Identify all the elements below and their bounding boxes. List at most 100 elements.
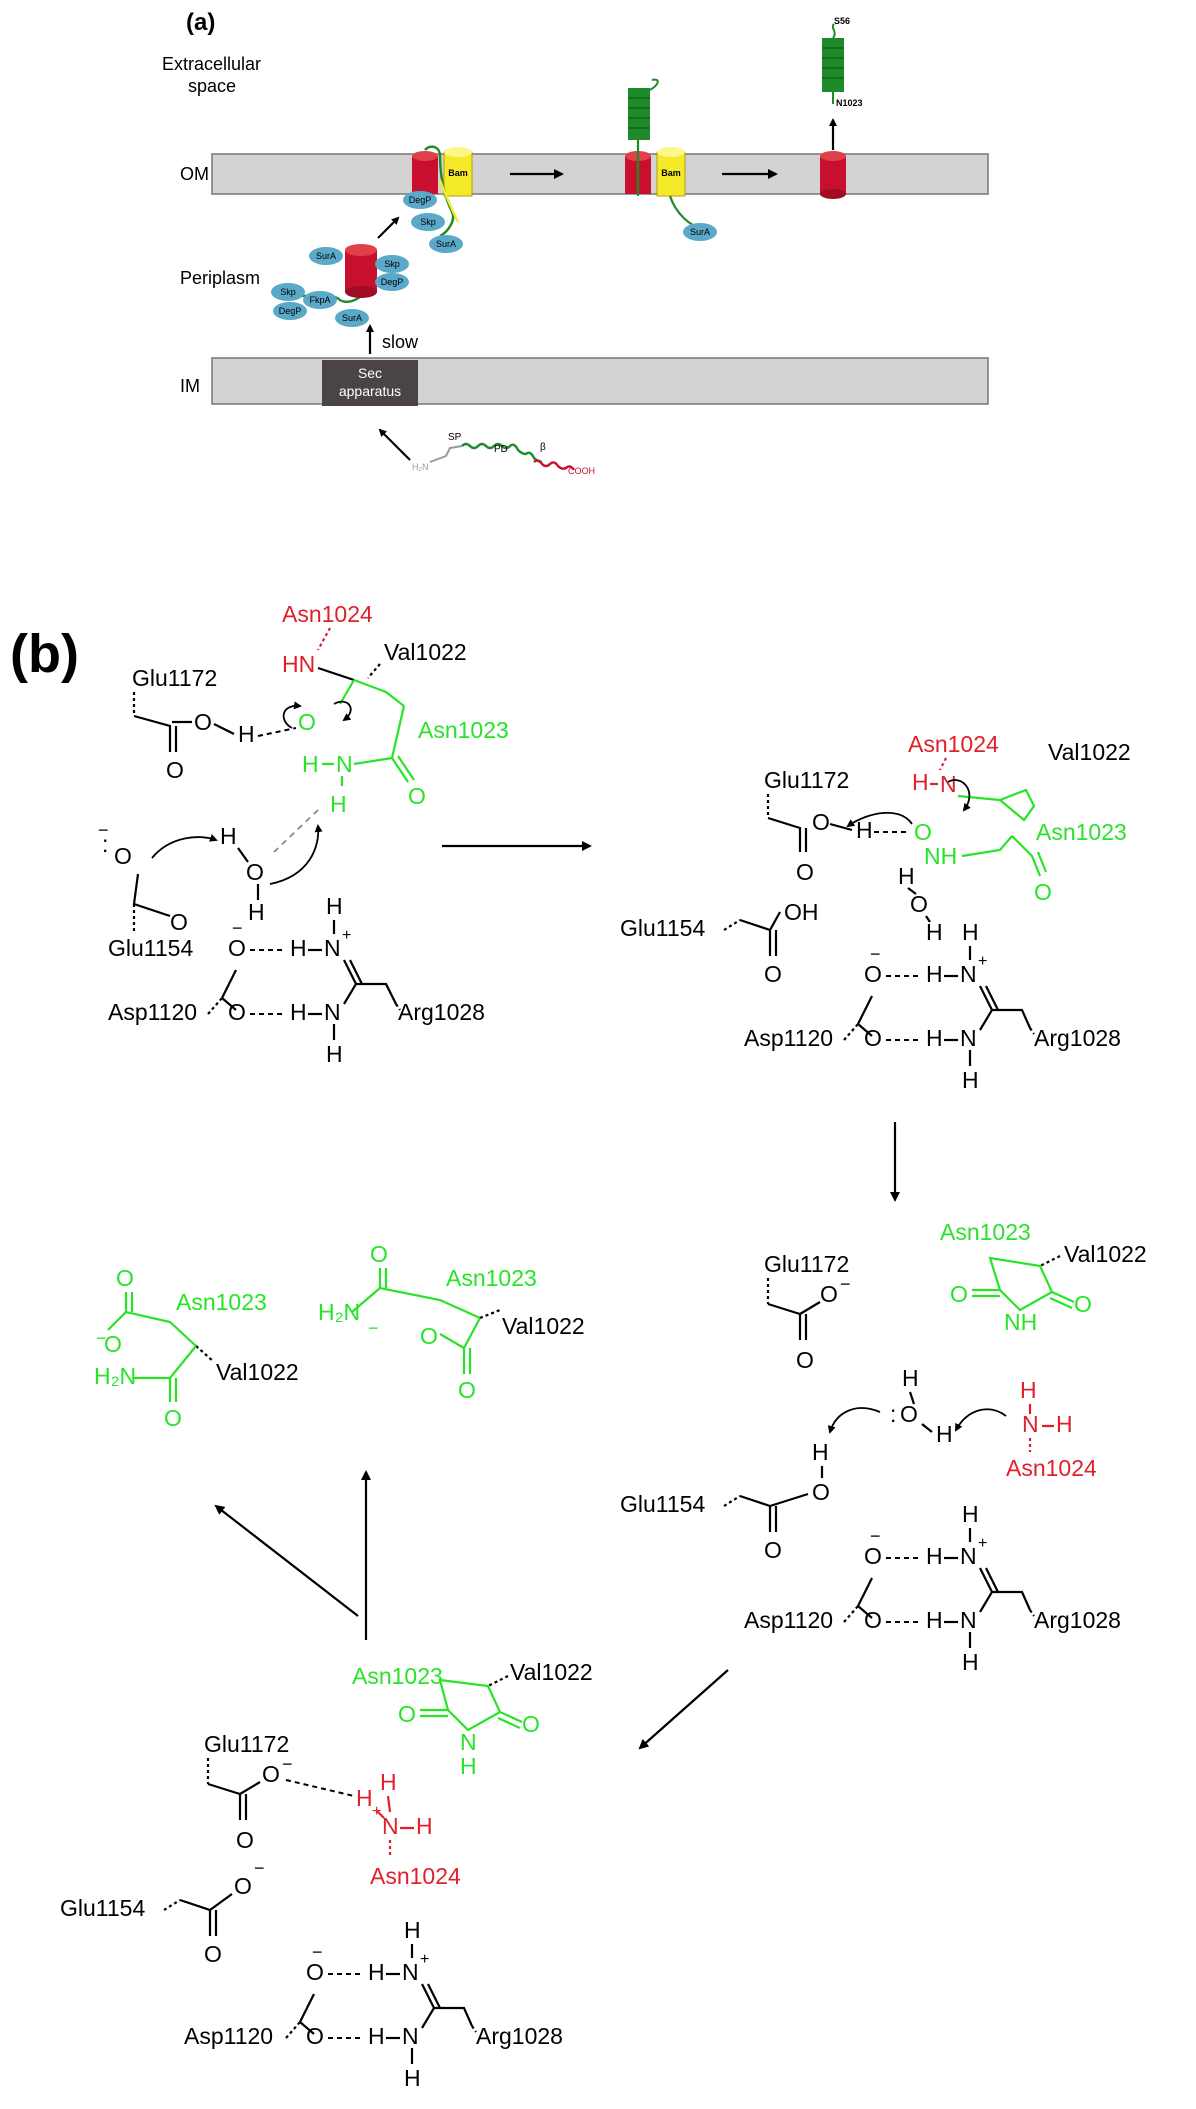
s3-o-right: O [1074,1291,1092,1317]
s3-n-arg-bot: N [960,1607,977,1633]
p1-o-bottom: O [458,1377,476,1403]
s3-h-water-bot: H [936,1421,953,1447]
s2-n: N [940,771,957,797]
s4-o-glu1154: O [234,1873,252,1899]
s4-arg1028: Arg1028 [476,2023,563,2049]
s2-o-glu1154-b: O [764,961,782,987]
p2-o-minus: O [104,1331,122,1357]
s3-o-left: O [950,1281,968,1307]
scheme-state-2: Asn1024 Val1022 H N Glu1172 O H O O NH A… [620,731,1131,1093]
outer-membrane [211,153,989,195]
s2-nh: NH [924,843,957,869]
s2-glu1154: Glu1154 [620,915,705,941]
s4-o-asp-top: O [306,1959,324,1985]
s1-o-asp-top: O [228,935,246,961]
s4-glu1172: Glu1172 [204,1731,289,1757]
s2-o-asp-bot: O [864,1025,882,1051]
final-barrel: S56 N1023 [820,16,863,199]
s1-n-arg-top: N [324,935,341,961]
product-alpha-asp: O Asn1023 H₂N − Val1022 O O [318,1241,585,1403]
s3-glu1154: Glu1154 [620,1491,705,1517]
s2-h-arg-n: H [962,919,979,945]
panel-b: (b) Asn1024 HN Val1022 Glu1172 O O H O A… [10,601,1147,2091]
s1-h-amide: H [302,751,319,777]
s3-o-asp-bot: O [864,1607,882,1633]
s2-o-asp-top: O [864,961,882,987]
s3-o-glu1172: O [820,1281,838,1307]
p2-minus: − [96,1328,107,1348]
s4-minus-glu1154: − [254,1858,265,1878]
slow-label: slow [382,332,419,352]
s2-o-glu1172-b: O [796,859,814,885]
s4-h-arg-bot: H [368,2023,385,2049]
sura-label-3: SurA [436,239,456,249]
s1-glu1172: Glu1172 [132,665,217,691]
s2-n-arg-bot: N [960,1025,977,1051]
s1-minus-asp: − [232,918,243,938]
s3-h-arg-bot: H [926,1607,943,1633]
s3-h-asn1024-top: H [1020,1377,1037,1403]
bam-complex-1: Bam DegP Skp SurA [403,145,473,253]
s2-glu1172: Glu1172 [764,767,849,793]
s1-minus-glu1154: − [98,820,109,840]
s3-h-arg-n: H [962,1501,979,1527]
panel-b-label: (b) [10,624,79,684]
s1-lp-o-left: : [102,831,108,857]
bam-label-1: Bam [448,168,468,178]
periplasm-label: Periplasm [180,268,260,288]
s3-h-glu1154: H [812,1439,829,1465]
s4-asp1120: Asp1120 [184,2023,273,2049]
s1-h-arg-bot-2: H [326,1041,343,1067]
s1-o-glu1172: O [194,709,212,735]
s1-o-carbonyl: O [298,709,316,735]
sp-label: SP [448,432,462,443]
s4-h-arg-bot-2: H [404,2065,421,2091]
s4-h-arg-n: H [404,1917,421,1943]
bam-label-2: Bam [661,168,681,178]
p2-h2n: H₂N [94,1363,136,1389]
panel-a-label: (a) [186,9,215,36]
pd-label: PD [494,444,508,455]
s4-o-right: O [522,1711,540,1737]
p2-val1022: Val1022 [216,1359,299,1385]
step-arrow-5 [214,1504,359,1617]
s4-minus-glu1172: − [282,1754,293,1774]
step-arrow-3 [638,1669,729,1750]
skp-label-2: Skp [384,259,400,269]
p1-o-ring: O [420,1323,438,1349]
s3-nh: NH [1004,1309,1037,1335]
beta-label: β [540,442,546,453]
s1-h-arg-top: H [290,935,307,961]
degp-label: DegP [279,306,302,316]
s1-glu1154: Glu1154 [108,935,193,961]
s3-n-arg-top: N [960,1543,977,1569]
s3-n-asn1024: N [1022,1411,1039,1437]
s1-h-arg-n: H [326,893,343,919]
sura-label-2: SurA [316,251,336,261]
s3-o-glu1154-b: O [764,1537,782,1563]
om-label: OM [180,164,209,184]
s4-h-ammonium-right: H [416,1813,433,1839]
unfolded-protein: H₂N SP PD β COOH [412,432,595,476]
s56-label: S56 [834,16,850,26]
s2-asp1120: Asp1120 [744,1025,833,1051]
s3-lp-water: : [890,1401,896,1427]
s4-o-asp-bot: O [306,2023,324,2049]
p2-o-top: O [116,1265,134,1291]
p2-asn1023: Asn1023 [176,1289,267,1315]
s2-arg1028: Arg1028 [1034,1025,1121,1051]
s3-arg1028: Arg1028 [1034,1607,1121,1633]
s4-h-ammonium-top: H [380,1769,397,1795]
s4-h-arg-top: H [368,1959,385,1985]
s4-h: H [460,1753,477,1779]
s3-o-glu1172-b: O [796,1347,814,1373]
s3-minus-glu1172: − [840,1274,851,1294]
s1-plus-arg: + [342,927,351,944]
s2-h: H [912,769,929,795]
s4-asn1024: Asn1024 [370,1863,461,1889]
s3-minus-asp: − [870,1526,881,1546]
sura-label-4: SurA [690,227,710,237]
s3-h-arg-top: H [926,1543,943,1569]
s3-h-asn1024-right: H [1056,1411,1073,1437]
s3-asn1024: Asn1024 [1006,1455,1097,1481]
